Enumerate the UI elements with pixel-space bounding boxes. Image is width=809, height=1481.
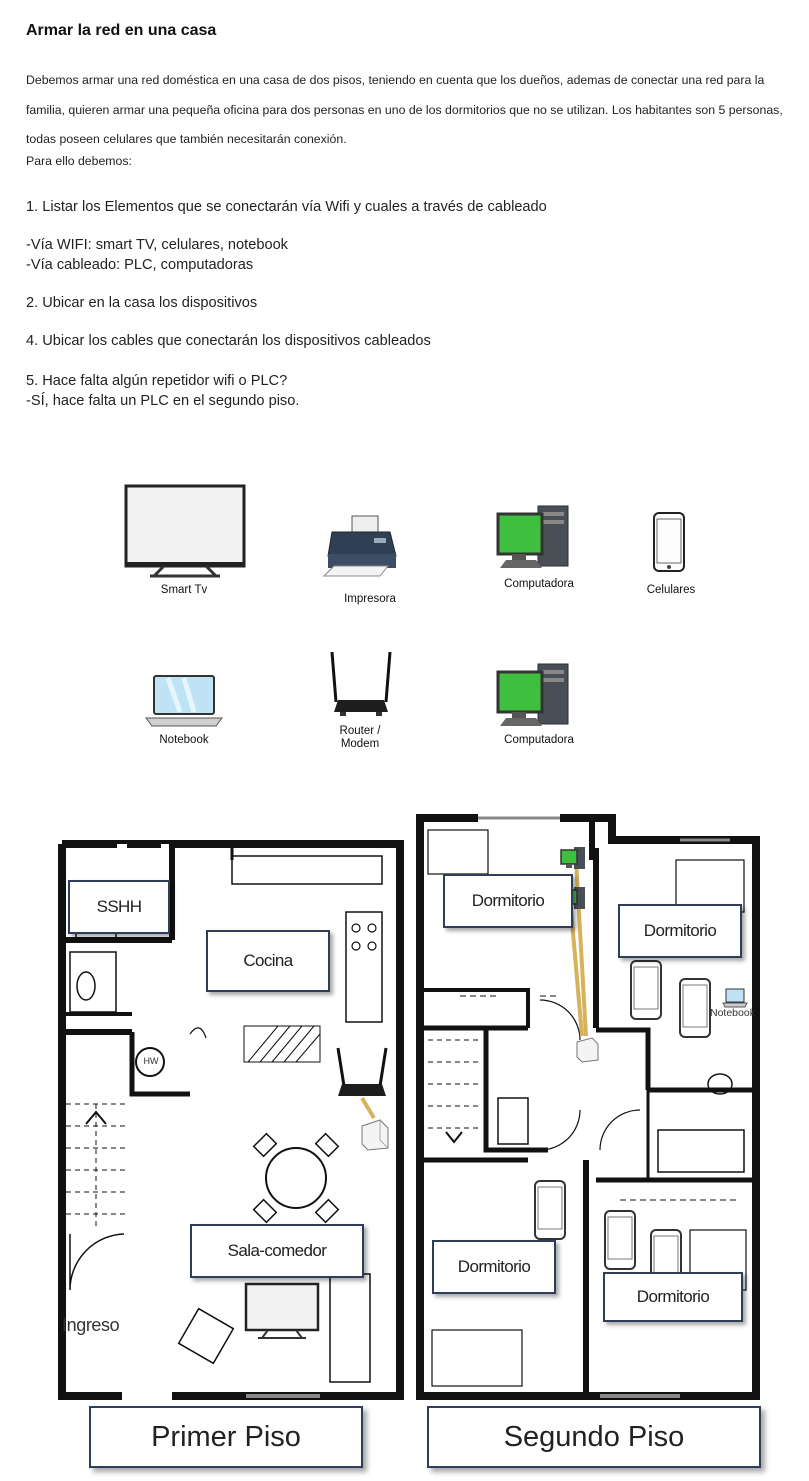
plan-phone-icon-2	[679, 978, 711, 1038]
phones-label: Celulares	[646, 584, 696, 596]
intro-paragraph: Debemos armar una red doméstica en una c…	[26, 73, 783, 146]
notebook-label: Notebook	[159, 734, 209, 746]
step-1: 1. Listar los Elementos que se conectará…	[26, 199, 547, 215]
computer-label-1: Computadora	[504, 578, 574, 590]
entry-label: Ingreso	[62, 1315, 120, 1335]
smart-tv-label: Smart Tv	[160, 584, 208, 596]
room-label-dormitorio-4: Dormitorio	[603, 1272, 743, 1322]
computer-label-2: Computadora	[504, 734, 574, 746]
step-2: 2. Ubicar en la casa los dispositivos	[26, 295, 258, 311]
plan-phone-icon-4	[604, 1210, 636, 1270]
intro-lead: Para ello debemos:	[26, 154, 132, 168]
step-5: 5. Hace falta algún repetidor wifi o PLC…	[26, 373, 288, 389]
desktop-computer-icon-2	[496, 663, 569, 726]
laptop-icon	[145, 675, 223, 727]
cable-list: -Vía cableado: PLC, computadoras	[26, 257, 254, 273]
room-label-dormitorio-2: Dormitorio	[618, 904, 742, 958]
floor-plans	[58, 813, 760, 1400]
plc-adapter-icon-2	[576, 1037, 599, 1063]
plan-laptop-icon	[722, 988, 748, 1008]
plan-notebook-label: Notebook	[710, 1007, 755, 1019]
smart-tv-icon	[124, 484, 246, 578]
room-label-sala: Sala-comedor	[190, 1224, 364, 1278]
router-label-line2: Modem	[340, 738, 380, 750]
printer-label: Impresora	[344, 593, 396, 605]
plan-tv-icon	[244, 1282, 320, 1339]
router-icon	[330, 651, 392, 716]
room-label-cocina: Cocina	[206, 930, 330, 992]
floor-label-primer-piso: Primer Piso	[89, 1406, 363, 1468]
room-label-dormitorio-1: Dormitorio	[443, 874, 573, 928]
room-label-dormitorio-3: Dormitorio	[432, 1240, 556, 1294]
page-title: Armar la red en una casa	[26, 22, 217, 39]
plan-phone-icon-1	[630, 960, 662, 1020]
plan-computer-icon-1	[560, 847, 585, 869]
answer-5: -SÍ, hace falta un PLC en el segundo pis…	[26, 393, 300, 409]
router-label-line1: Router /	[339, 725, 381, 737]
step-4: 4. Ubicar los cables que conectarán los …	[26, 333, 431, 349]
printer-icon	[322, 515, 397, 577]
smartphone-icon	[653, 512, 685, 572]
room-label-sshh: SSHH	[68, 880, 170, 934]
hw-label: HW	[143, 1056, 159, 1066]
wifi-list: -Vía WIFI: smart TV, celulares, notebook	[26, 237, 288, 253]
router-label: Router / Modem	[320, 725, 400, 751]
desktop-computer-icon	[496, 505, 569, 568]
plan-phone-icon-3	[534, 1180, 566, 1240]
floor-label-segundo-piso: Segundo Piso	[427, 1406, 761, 1468]
plc-adapter-icon	[361, 1119, 389, 1151]
plan-router-icon	[336, 1047, 388, 1096]
